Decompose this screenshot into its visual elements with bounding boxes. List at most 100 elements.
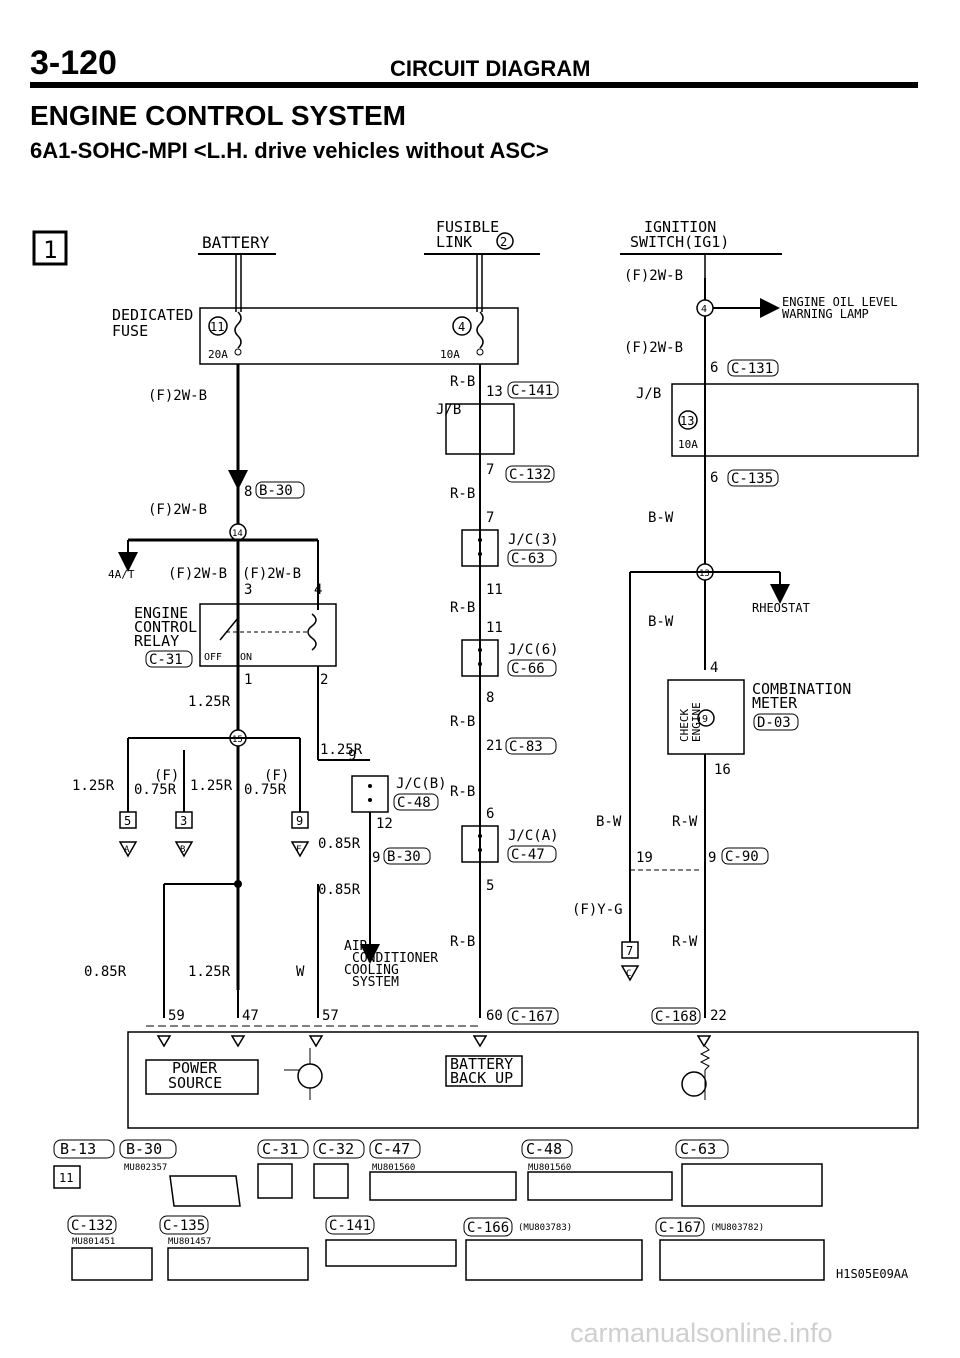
pin-4-meter: 4 — [710, 660, 718, 676]
ground-5: 5 — [124, 814, 131, 828]
pin-57: 57 — [322, 1008, 339, 1024]
dedicated-fuse-label-1: DEDICATED — [112, 306, 193, 324]
wire-f2wb-ig2: (F)2W-B — [624, 340, 683, 356]
pin-47: 47 — [242, 1008, 259, 1024]
pin-9-c90: 9 — [708, 850, 716, 866]
jcb-label: J/C(B) — [396, 776, 447, 792]
legend-c32: C-32 — [318, 1140, 354, 1158]
conn-c31-relay: C-31 — [149, 652, 183, 668]
ground-7: 7 — [626, 944, 633, 958]
ignition-switch-label-2: SWITCH(IG1) — [630, 233, 729, 251]
pin-7-a: 7 — [486, 462, 494, 478]
rheostat-label: RHEOSTAT — [752, 601, 810, 615]
page-title: ENGINE CONTROL SYSTEM — [30, 100, 406, 131]
wire-fyg: (F)Y-G — [572, 902, 623, 918]
legend-mu801457: MU801457 — [168, 1237, 211, 1247]
wire-rw-2: R-W — [672, 934, 698, 950]
relay-on: ON — [240, 652, 252, 663]
conn-c167-line: C-167 — [511, 1009, 553, 1025]
pin-7-b: 7 — [486, 510, 494, 526]
relay-label-2: CONTROL — [134, 618, 197, 636]
transistor-icon-1 — [297, 1063, 323, 1089]
drawing-code: H1S05E09AA — [836, 1267, 909, 1281]
page-number: 3-120 — [30, 44, 117, 82]
pin-19: 19 — [636, 850, 653, 866]
conn-c83: C-83 — [509, 739, 543, 755]
legend-b13-pin: 11 — [59, 1171, 73, 1185]
wire-rb-6: R-B — [450, 934, 475, 950]
junction-13: 13 — [699, 569, 710, 579]
power-source-2: SOURCE — [168, 1074, 222, 1092]
legend-c166: C-166 — [467, 1220, 509, 1236]
wire-f-g4: (F) — [264, 768, 289, 784]
jc3-label: J/C(3) — [508, 532, 559, 548]
pin-8-b: 8 — [486, 690, 494, 706]
fuse-11-rating: 20A — [208, 348, 228, 361]
legend-mu801560-b: MU801560 — [528, 1163, 571, 1173]
legend-b13: B-13 — [60, 1140, 96, 1158]
wire-bw-1: B-W — [648, 510, 674, 526]
ground-b: B — [180, 845, 185, 855]
page-subtitle: 6A1-SOHC-MPI <L.H. drive vehicles withou… — [30, 138, 549, 163]
pin-60: 60 — [486, 1008, 503, 1024]
fuse-4-number: 4 — [458, 320, 465, 334]
engine-oil-lamp-1: ENGINE OIL LEVEL — [782, 295, 898, 309]
ac-label-2: CONDITIONER — [352, 951, 438, 966]
conn-b30-top: B-30 — [259, 483, 293, 499]
conn-c66: C-66 — [511, 661, 545, 677]
wire-rb-3: R-B — [450, 600, 475, 616]
ground-c: C — [626, 969, 631, 979]
ac-label-1: AIR — [344, 939, 368, 954]
pin-5: 5 — [486, 878, 494, 894]
junction-14: 14 — [232, 529, 243, 539]
legend-mu803783: (MU803783) — [518, 1223, 572, 1233]
jb-label-1: J/B — [436, 402, 461, 418]
legend-c31: C-31 — [262, 1140, 298, 1158]
legend-c141: C-141 — [329, 1218, 371, 1234]
conn-c48: C-48 — [397, 795, 431, 811]
legend-c47: C-47 — [374, 1140, 410, 1158]
wire-125r-g1: 1.25R — [72, 778, 115, 794]
check-engine-pin-9: 9 — [702, 714, 708, 725]
pin-11-b: 11 — [486, 620, 503, 636]
wire-bw-2: B-W — [648, 614, 674, 630]
pin-16: 16 — [714, 762, 731, 778]
fusible-link-label-2: LINK — [436, 233, 472, 251]
dedicated-fuse-label-2: FUSE — [112, 322, 148, 340]
ground-a: A — [124, 845, 130, 855]
fuse-13-number: 13 — [680, 414, 694, 428]
cooling-label-2: SYSTEM — [352, 975, 399, 990]
battery-backup-1: BATTERY — [450, 1055, 513, 1073]
pin-22: 22 — [710, 1008, 727, 1024]
wire-075r-g4: 0.75R — [244, 782, 287, 798]
relay-label-3: RELAY — [134, 632, 179, 650]
conn-c168: C-168 — [655, 1009, 697, 1025]
pin-4: 4 — [314, 582, 322, 598]
conn-c132-top: C-132 — [509, 467, 551, 483]
pin-3: 3 — [244, 582, 252, 598]
wire-rb-4: R-B — [450, 714, 475, 730]
battery-backup-2: BACK UP — [450, 1069, 513, 1087]
cooling-label-1: COOLING — [344, 963, 399, 978]
ground-f: F — [296, 845, 301, 855]
transistor-icon-2 — [681, 1071, 707, 1097]
conn-c63-top: C-63 — [511, 551, 545, 567]
pin-12: 12 — [376, 816, 393, 832]
legend-b30: B-30 — [126, 1140, 162, 1158]
pin-21: 21 — [486, 738, 503, 754]
conn-c131: C-131 — [731, 361, 773, 377]
wire-125r-3: 1.25R — [188, 964, 231, 980]
relay-label-1: ENGINE — [134, 604, 188, 622]
header-rule — [30, 82, 918, 88]
check-engine-2: ENGINE — [690, 702, 703, 742]
conn-c90: C-90 — [725, 849, 759, 865]
pin-11-a: 11 — [486, 582, 503, 598]
wire-085r-3: 0.85R — [84, 964, 127, 980]
pin-9-jcb: 9 — [348, 748, 356, 764]
junction-15: 15 — [232, 735, 243, 745]
check-engine-1: CHECK — [678, 709, 691, 742]
conn-c135-top: C-135 — [731, 471, 773, 487]
wire-bw-3: B-W — [596, 814, 622, 830]
pin-6-ig: 6 — [710, 360, 718, 376]
